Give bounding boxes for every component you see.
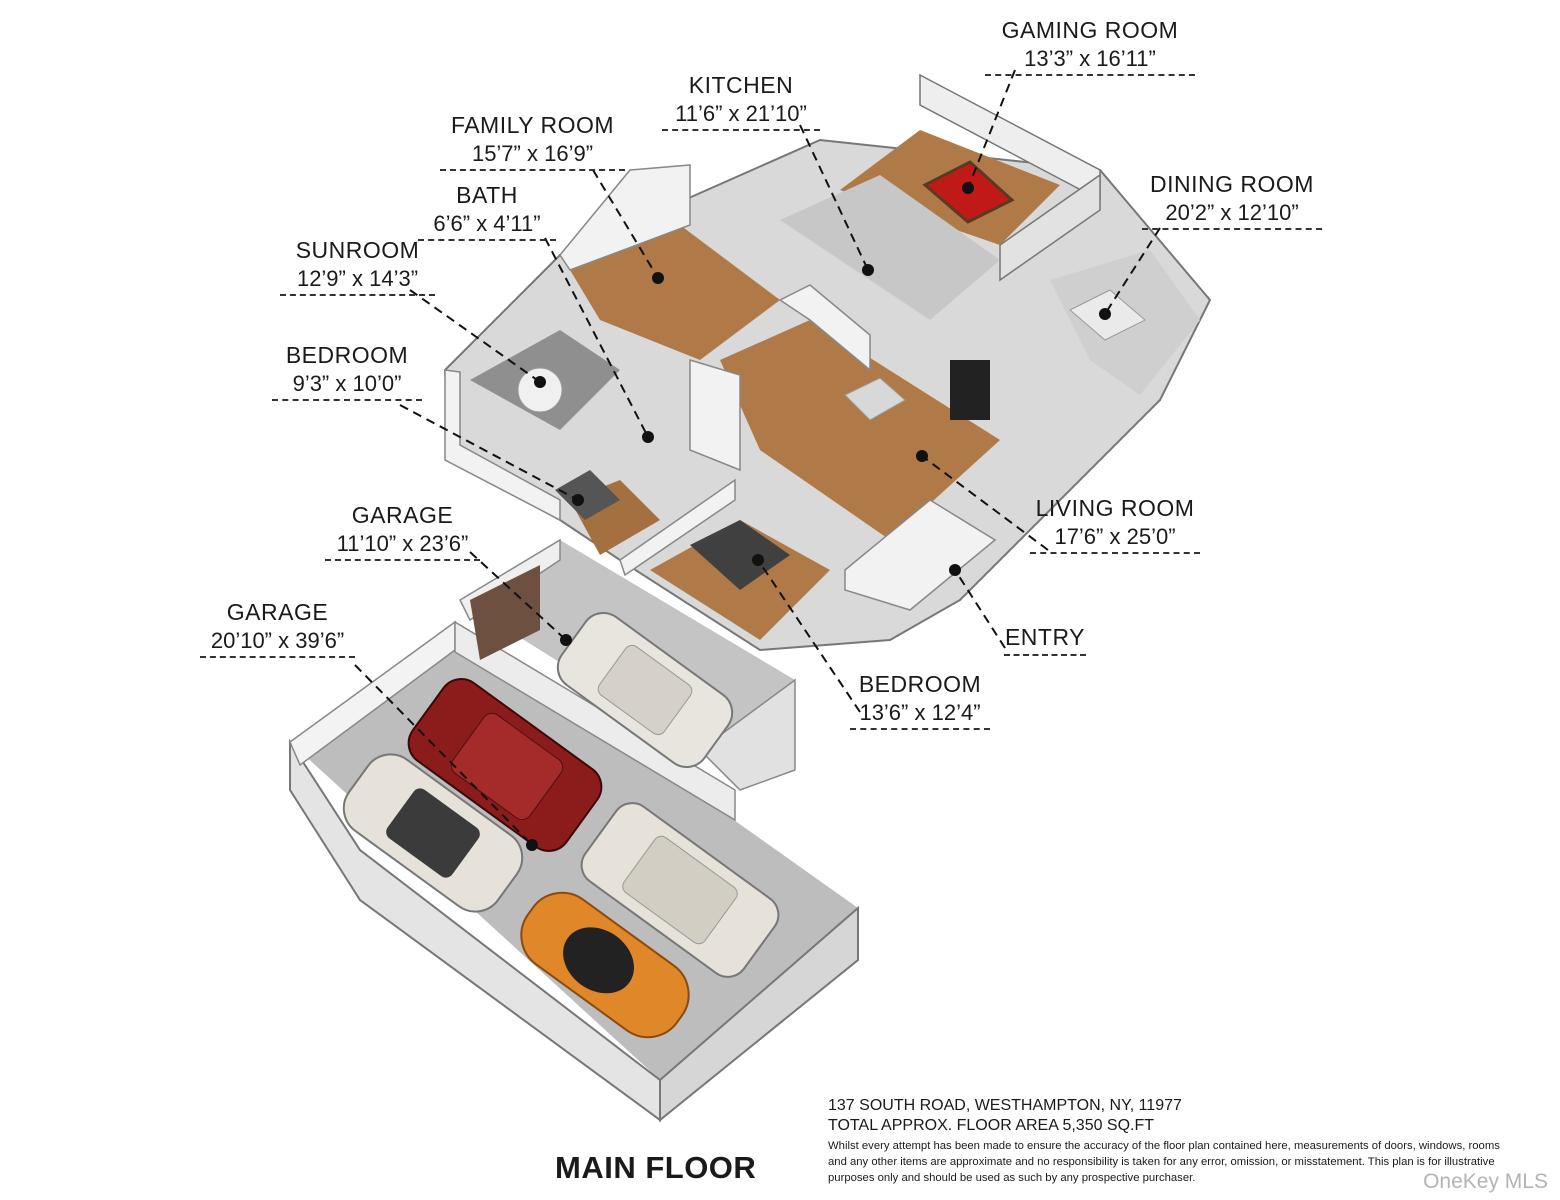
room-dims: 11’10” x 23’6” [325,530,480,562]
room-dims: 13’6” x 12’4” [850,699,990,731]
label-entry: ENTRY [1004,623,1086,656]
label-garage-small: GARAGE 11’10” x 23’6” [325,501,480,562]
room-name: BEDROOM [858,671,982,697]
floor-area: TOTAL APPROX. FLOOR AREA 5,350 SQ.FT [828,1117,1155,1134]
label-family-room: FAMILY ROOM 15’7” x 16’9” [440,111,625,172]
floor-title: MAIN FLOOR [555,1150,757,1185]
room-name: LIVING ROOM [1035,495,1195,521]
property-info: 137 SOUTH ROAD, WESTHAMPTON, NY, 11977 T… [828,1096,1518,1186]
room-dims: 9’3” x 10’0” [272,370,422,402]
room-name: SUNROOM [295,237,420,263]
room-name: DINING ROOM [1150,171,1314,197]
room-name: ENTRY [1004,623,1086,656]
room-dims: 12’9” x 14’3” [280,265,435,297]
room-name: GARAGE [351,502,454,528]
label-gaming-room: GAMING ROOM 13’3” x 16’11” [985,16,1195,77]
room-dims: 20’10” x 39’6” [200,627,355,659]
disclaimer: Whilst every attempt has been made to en… [828,1140,1500,1184]
label-dining-room: DINING ROOM 20’2” x 12’10” [1142,170,1322,231]
cars [342,612,780,1039]
room-name: GARAGE [226,599,329,625]
label-garage-large: GARAGE 20’10” x 39’6” [200,598,355,659]
room-dims: 15’7” x 16’9” [440,140,625,172]
label-bath: BATH 6’6” x 4’11” [418,181,556,242]
watermark: OneKey MLS [1423,1170,1548,1193]
room-name: GAMING ROOM [1001,17,1179,43]
room-dims: 11’6” x 21’10” [662,100,820,132]
room-markers [526,182,1111,851]
label-living-room: LIVING ROOM 17’6” x 25’0” [1030,494,1200,555]
label-bedroom-1: BEDROOM 9’3” x 10’0” [272,341,422,402]
label-kitchen: KITCHEN 11’6” x 21’10” [662,71,820,132]
room-name: KITCHEN [688,72,794,98]
room-name: BEDROOM [285,342,409,368]
room-dims: 20’2” x 12’10” [1142,199,1322,231]
label-bedroom-2: BEDROOM 13’6” x 12’4” [850,670,990,731]
address: 137 SOUTH ROAD, WESTHAMPTON, NY, 11977 [828,1097,1182,1114]
room-name: FAMILY ROOM [450,112,615,138]
house-floor [443,73,1212,652]
label-sunroom: SUNROOM 12’9” x 14’3” [280,236,435,297]
room-dims: 17’6” x 25’0” [1030,523,1200,555]
room-dims: 13’3” x 16’11” [985,45,1195,77]
room-name: BATH [456,182,518,208]
room-dims: 6’6” x 4’11” [418,210,556,242]
leader-lines [354,69,1161,846]
